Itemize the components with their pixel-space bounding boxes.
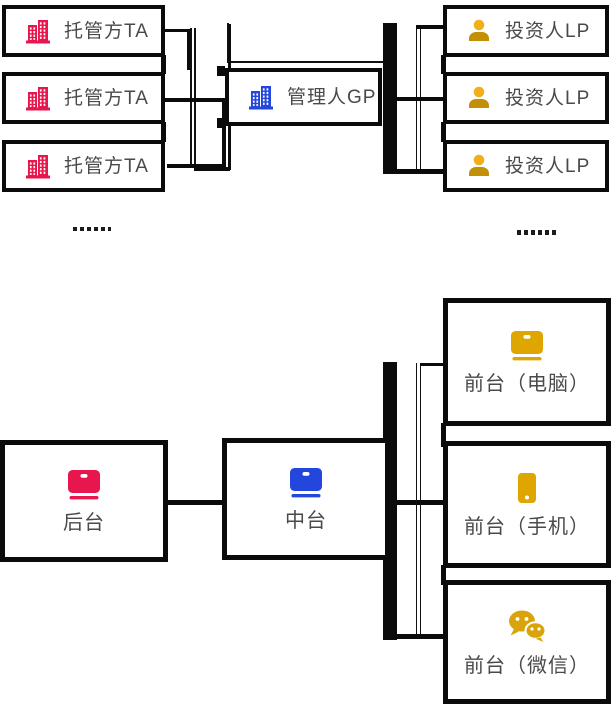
connector-line	[167, 164, 226, 168]
connector-line	[187, 29, 190, 70]
node-label: 前台（电脑）	[464, 373, 590, 395]
connector-link	[441, 55, 446, 74]
phone-icon	[514, 472, 540, 504]
node-label: 托管方TA	[64, 20, 149, 42]
connector-link	[441, 565, 446, 585]
connector-line	[165, 29, 190, 32]
node-middle-office: 中台	[222, 438, 390, 560]
building-icon	[248, 84, 274, 110]
connector-link	[161, 55, 166, 74]
connector-line	[397, 97, 443, 101]
building-icon	[25, 18, 51, 44]
node-manager-gp: 管理人GP	[225, 68, 382, 126]
node-front-office-phone: 前台（手机）	[443, 441, 611, 568]
node-front-office-wechat: 前台（微信）	[443, 580, 611, 704]
connector-bus-line	[227, 23, 229, 63]
node-investor-lp-1: 投资人LP	[443, 5, 609, 57]
node-back-office: 后台	[0, 440, 168, 562]
node-label: 后台	[63, 512, 105, 534]
node-label: 中台	[285, 510, 327, 532]
node-label: 投资人LP	[505, 155, 591, 177]
clipped-caption-fragment	[73, 227, 111, 231]
connector-line	[383, 169, 445, 174]
node-front-office-pc: 前台（电脑）	[443, 298, 611, 426]
node-label: 投资人LP	[505, 87, 591, 109]
wechat-icon	[507, 609, 547, 643]
connector-bus-line	[415, 363, 417, 637]
laptop-icon	[287, 467, 325, 498]
building-icon	[25, 153, 51, 179]
node-custodian-ta-1: 托管方TA	[2, 5, 165, 57]
person-icon	[466, 153, 492, 179]
connector-nub	[217, 118, 225, 128]
connector-line	[228, 124, 231, 170]
connector-line	[165, 98, 225, 102]
connector-line	[168, 500, 222, 505]
connector-link	[441, 122, 446, 142]
node-custodian-ta-2: 托管方TA	[2, 72, 165, 124]
connector-line	[222, 98, 226, 168]
node-label: 前台（微信）	[464, 654, 590, 677]
connector-nub	[217, 66, 225, 76]
connector-bar	[383, 362, 397, 640]
connector-link	[441, 423, 446, 447]
node-investor-lp-3: 投资人LP	[443, 140, 609, 192]
building-icon	[25, 85, 51, 111]
node-investor-lp-2: 投资人LP	[443, 72, 609, 124]
connector-line	[416, 25, 443, 29]
clipped-caption-fragment	[517, 230, 557, 235]
laptop-icon	[508, 330, 546, 361]
connector-bus-line	[227, 61, 383, 63]
node-label: 投资人LP	[505, 20, 591, 42]
connector-link	[161, 122, 166, 142]
connector-line	[383, 634, 445, 639]
connector-line	[420, 363, 443, 366]
node-label: 前台（手机）	[464, 516, 590, 538]
connector-bus-line	[419, 363, 421, 637]
node-label: 管理人GP	[287, 86, 377, 108]
connector-line	[228, 24, 231, 70]
connector-line	[194, 167, 230, 171]
node-label: 托管方TA	[64, 87, 149, 109]
node-custodian-ta-3: 托管方TA	[2, 140, 165, 192]
connector-bar	[383, 23, 397, 173]
node-label: 托管方TA	[64, 155, 149, 177]
laptop-icon	[65, 469, 103, 500]
person-icon	[466, 18, 492, 44]
person-icon	[466, 85, 492, 111]
